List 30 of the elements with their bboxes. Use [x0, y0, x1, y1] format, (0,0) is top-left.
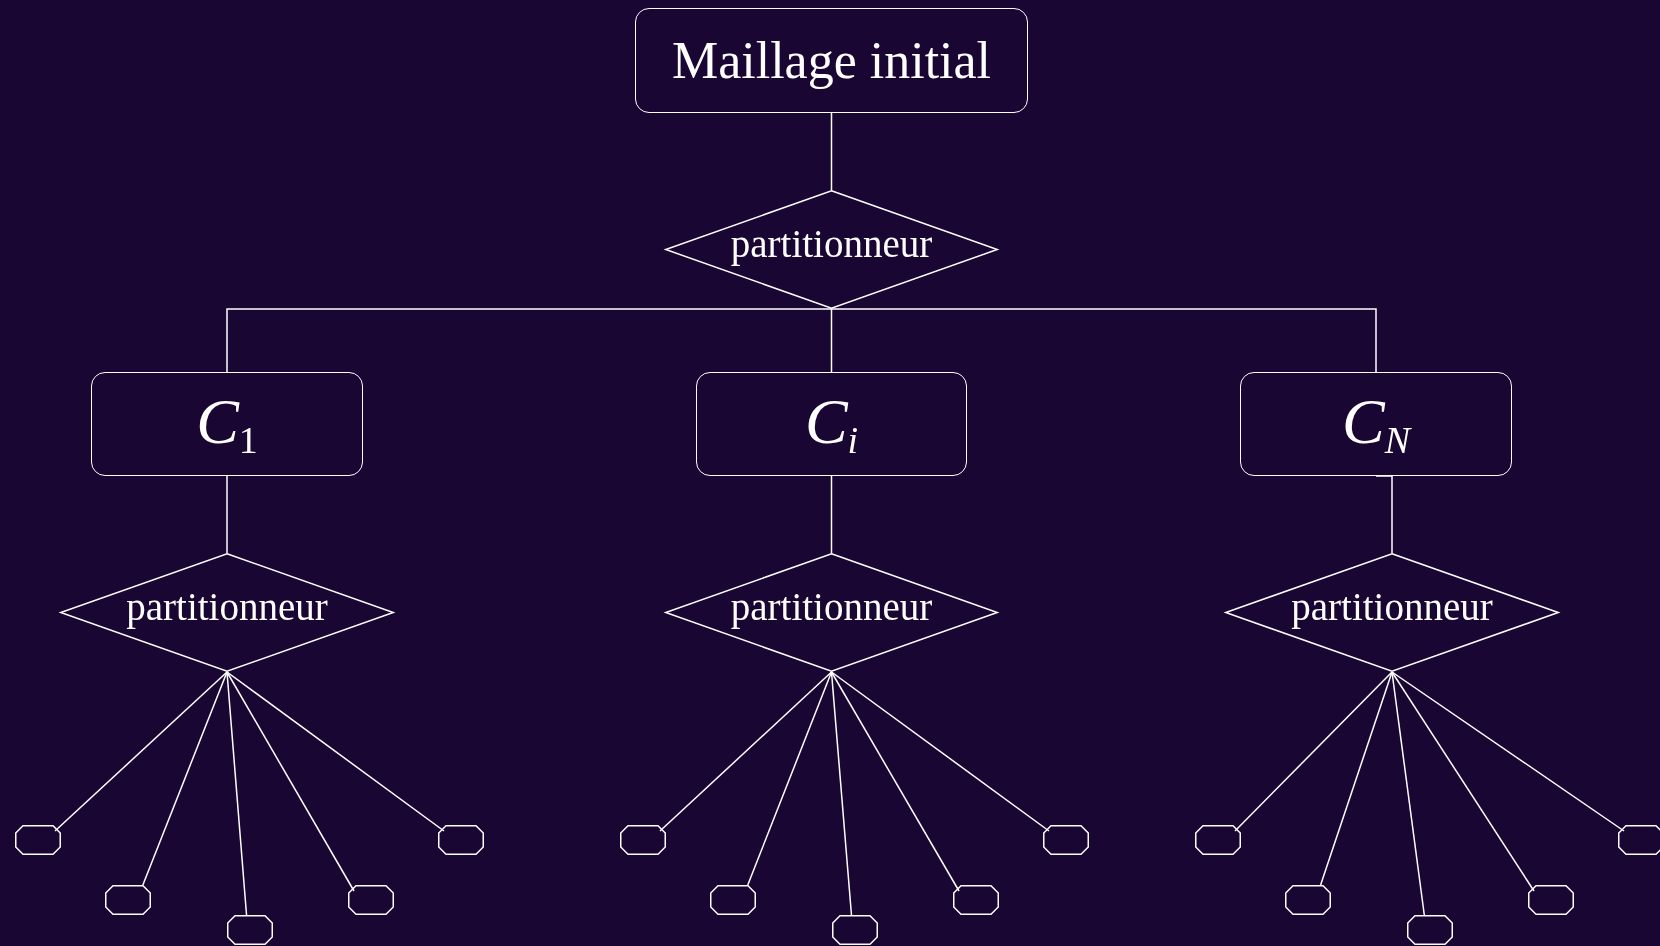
- connector-line: [226, 308, 833, 373]
- process-box: [91, 372, 363, 476]
- connector-line: [659, 671, 833, 832]
- connector-line: [830, 475, 833, 554]
- connector-line: [830, 308, 833, 373]
- connector-line: [1391, 671, 1426, 916]
- connector-line: [226, 671, 355, 892]
- process-box: [696, 372, 967, 476]
- connector-line: [830, 308, 1377, 373]
- process-box: [635, 8, 1028, 113]
- connector-line: [142, 671, 228, 886]
- box-label: Maillage initial: [671, 34, 992, 87]
- connector-line: [54, 671, 228, 832]
- cluster-label: C$_{N}$: [1341, 389, 1410, 459]
- connector-line: [830, 112, 833, 191]
- connector-line: [226, 475, 228, 554]
- cluster-label: C$_{1}$: [196, 389, 258, 459]
- connector-line: [1391, 671, 1625, 832]
- connector-line: [226, 671, 445, 832]
- connector-line: [1375, 475, 1393, 554]
- connector-line: [1319, 671, 1393, 886]
- cluster-label: C$_{i}$: [804, 389, 859, 459]
- connector-line: [1234, 671, 1393, 832]
- process-box: [1240, 372, 1512, 476]
- connector-line: [830, 671, 1050, 832]
- connector-line: [830, 671, 853, 916]
- connector-line: [1391, 671, 1535, 892]
- connector-line: [830, 671, 960, 892]
- connector-line: [747, 671, 833, 886]
- connector-line: [226, 671, 248, 916]
